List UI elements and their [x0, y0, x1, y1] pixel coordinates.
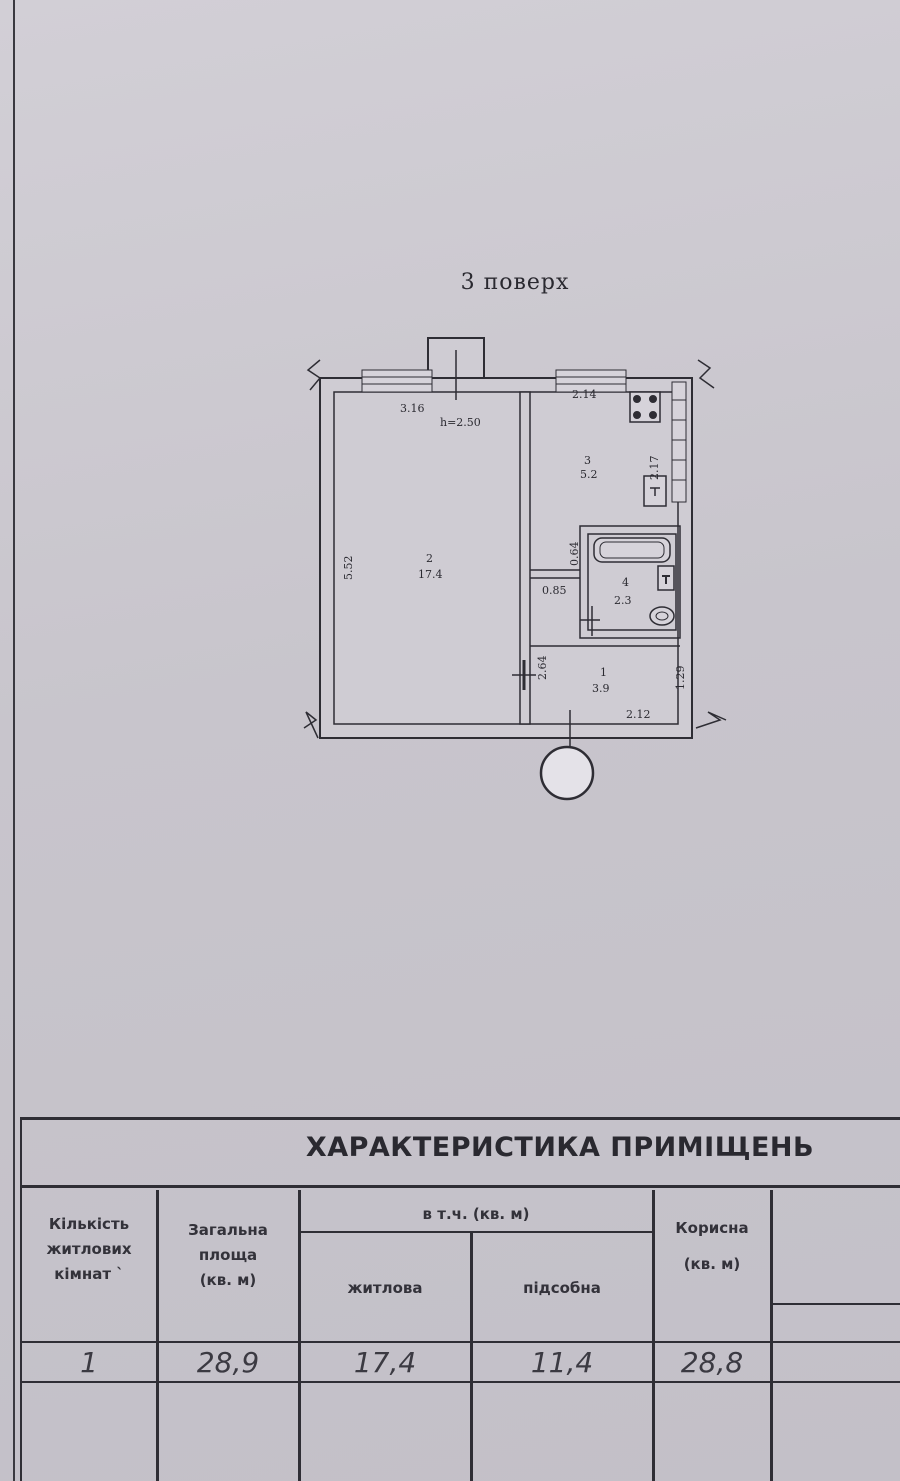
inner-outline	[333, 391, 679, 725]
table-col-divider	[652, 1190, 655, 1481]
wall-break-left	[306, 359, 322, 391]
dim-room2-width: 3.16	[400, 402, 425, 415]
bathtub-icon	[593, 537, 671, 563]
table-col-divider	[20, 1117, 22, 1481]
page-left-border	[13, 0, 15, 1481]
ceiling-height-label: h=2.50	[440, 416, 481, 429]
dim-kitchen-width: 2.14	[572, 388, 597, 401]
value-auxiliary: 11,4	[530, 1346, 594, 1379]
dim-corridor-small: 0.85	[542, 584, 567, 597]
dim-kitchen-side: 2.17	[648, 456, 661, 481]
value-total-area: 28,9	[196, 1346, 260, 1379]
dim-hall-width: 2.12	[626, 708, 651, 721]
kitchen-vent	[671, 381, 687, 503]
toilet-icon	[649, 606, 675, 626]
table-title: ХАРАКТЕРИСТИКА ПРИМІЩЕНЬ	[305, 1132, 815, 1163]
header-incl: в т.ч. (кв. м)	[422, 1205, 530, 1223]
wall-break-bottom-left	[303, 711, 319, 739]
table-title-divider	[20, 1185, 900, 1188]
dim-corridor-gap: 0.64	[568, 542, 581, 567]
dim-hall-right: 1.29	[674, 666, 687, 691]
window-kitchen	[555, 369, 627, 393]
header-living: житлова	[347, 1279, 423, 1297]
header-bottom-divider	[20, 1341, 900, 1343]
table-top-border	[20, 1117, 900, 1120]
room-area: 5.2	[580, 468, 598, 481]
window-room2	[361, 369, 433, 393]
partition-wall	[519, 391, 531, 725]
room-number: 4	[622, 576, 629, 589]
table-col-divider	[156, 1190, 159, 1481]
table-col-divider	[298, 1190, 301, 1481]
wall-break-right	[697, 359, 715, 389]
table-col-divider	[770, 1190, 773, 1481]
header-useful: Корисна (кв. м)	[675, 1219, 749, 1273]
room-number: 1	[600, 666, 607, 679]
washbasin-icon	[657, 565, 675, 591]
room-number: 2	[426, 552, 433, 565]
bathroom-walls	[579, 525, 681, 639]
room-area: 17.4	[418, 568, 443, 581]
subheader-divider	[300, 1231, 652, 1233]
kitchen-sink-icon	[643, 475, 667, 507]
room-area: 2.3	[614, 594, 632, 607]
value-living: 17,4	[353, 1346, 417, 1379]
wall-break-bottom-right	[695, 711, 727, 729]
value-rooms-count: 1	[80, 1346, 98, 1379]
header-rooms-count: Кількість житлових кімнат `	[46, 1215, 132, 1283]
dim-hall-side: 2.64	[536, 656, 549, 681]
floor-title: 3 поверх	[460, 270, 570, 295]
entrance-marker	[539, 745, 595, 801]
room-number: 3	[584, 454, 591, 467]
header-total-area: Загальна площа (кв. м)	[188, 1221, 268, 1289]
dim-room2-length: 5.52	[342, 556, 355, 581]
table-col-divider	[470, 1232, 473, 1481]
row-divider	[20, 1381, 900, 1383]
right-col-divider	[772, 1303, 900, 1305]
value-useful: 28,8	[680, 1346, 744, 1379]
stove-icon	[629, 391, 661, 423]
room-area: 3.9	[592, 682, 610, 695]
header-auxiliary: підсобна	[523, 1279, 601, 1297]
floor-plan: 3.16 h=2.50 2.14 5.52 2.17 0.64 0.85 2.6…	[303, 337, 727, 801]
